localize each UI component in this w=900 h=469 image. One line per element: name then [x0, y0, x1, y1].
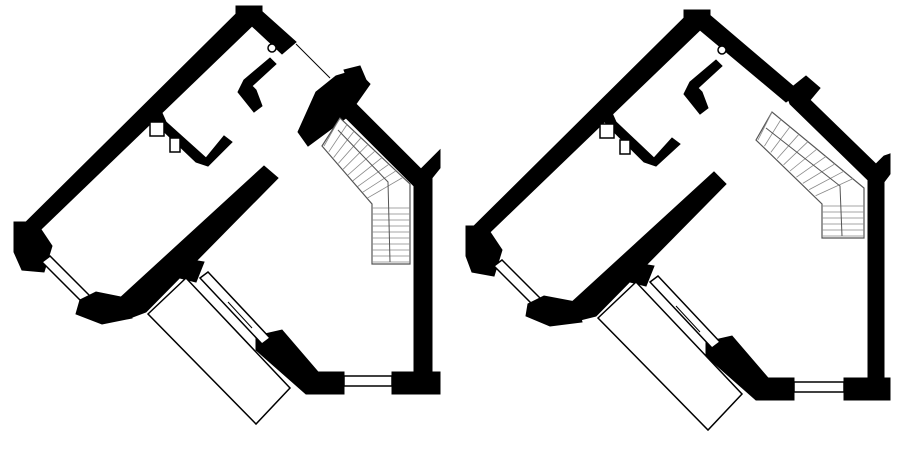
floor-plan-left-drawing — [13, 5, 441, 426]
window-south — [343, 375, 393, 387]
exterior-wall-east — [413, 148, 441, 373]
fixture-symbol — [717, 45, 727, 55]
kitchen-fixture-2 — [169, 137, 181, 153]
stair-handrail — [765, 127, 843, 237]
stair-tread — [802, 163, 836, 184]
stair-tread — [815, 178, 854, 197]
floor-plan-right — [450, 0, 900, 469]
stair-tread — [789, 148, 818, 172]
stair-tread — [809, 170, 845, 190]
stair-handrail — [337, 129, 391, 263]
wall-node — [171, 257, 205, 283]
stair-tread — [328, 124, 348, 153]
stair-outline — [755, 111, 865, 239]
stair-tread — [338, 137, 362, 164]
stair-outline — [321, 117, 411, 265]
fixture-symbol — [267, 43, 277, 53]
stair-tread — [783, 141, 809, 166]
stair-treads — [323, 117, 410, 263]
stair-tread — [352, 157, 383, 182]
wall-corner-southeast — [391, 371, 441, 395]
window-south — [793, 381, 845, 393]
balcony-rail — [227, 301, 253, 329]
stair-tread — [357, 163, 390, 187]
interior-partition-middle — [145, 103, 233, 167]
balcony-door — [648, 274, 722, 350]
kitchen-fixture-2 — [619, 139, 631, 155]
wall-node — [621, 261, 655, 287]
stair-tread — [796, 156, 827, 178]
stair-tread — [776, 133, 800, 159]
floor-plan-right-drawing — [465, 9, 891, 432]
interior-wall-diagonal — [119, 165, 279, 319]
exterior-wall-southwest — [525, 295, 583, 327]
interior-partition-upper — [237, 57, 277, 113]
stair-tread — [347, 150, 376, 176]
stair-tread — [333, 130, 355, 158]
interior-wall-diagonal — [571, 171, 727, 321]
balcony-door — [198, 270, 272, 346]
stair-post — [343, 65, 367, 87]
exterior-wall-southwest — [75, 291, 133, 325]
interior-partition-middle — [595, 103, 681, 167]
staircase — [755, 111, 865, 239]
stair-tread — [362, 170, 397, 193]
interior-partition-upper — [683, 59, 723, 115]
wall-corner-top — [683, 9, 711, 19]
exterior-wall-east — [867, 153, 891, 379]
balcony-outline — [146, 276, 292, 426]
stair-tread — [342, 144, 369, 170]
kitchen-fixture — [149, 121, 165, 137]
staircase — [321, 117, 411, 265]
stair-tread — [366, 177, 404, 199]
kitchen-fixture — [599, 123, 615, 139]
stair-tread — [323, 117, 341, 147]
stair-treads — [757, 111, 864, 237]
wall-corner-top — [235, 5, 263, 15]
floor-plan-left — [13, 5, 441, 426]
wall-end-left — [13, 221, 53, 273]
balcony-rail — [675, 305, 701, 333]
opening-line — [295, 43, 331, 79]
stair-tread — [757, 111, 773, 141]
stair-wall-top — [785, 75, 881, 181]
wall-end-left — [465, 225, 503, 277]
balcony-outline — [596, 280, 744, 432]
exterior-wall-northwest — [473, 11, 801, 237]
wall-corner-southeast — [843, 377, 891, 401]
